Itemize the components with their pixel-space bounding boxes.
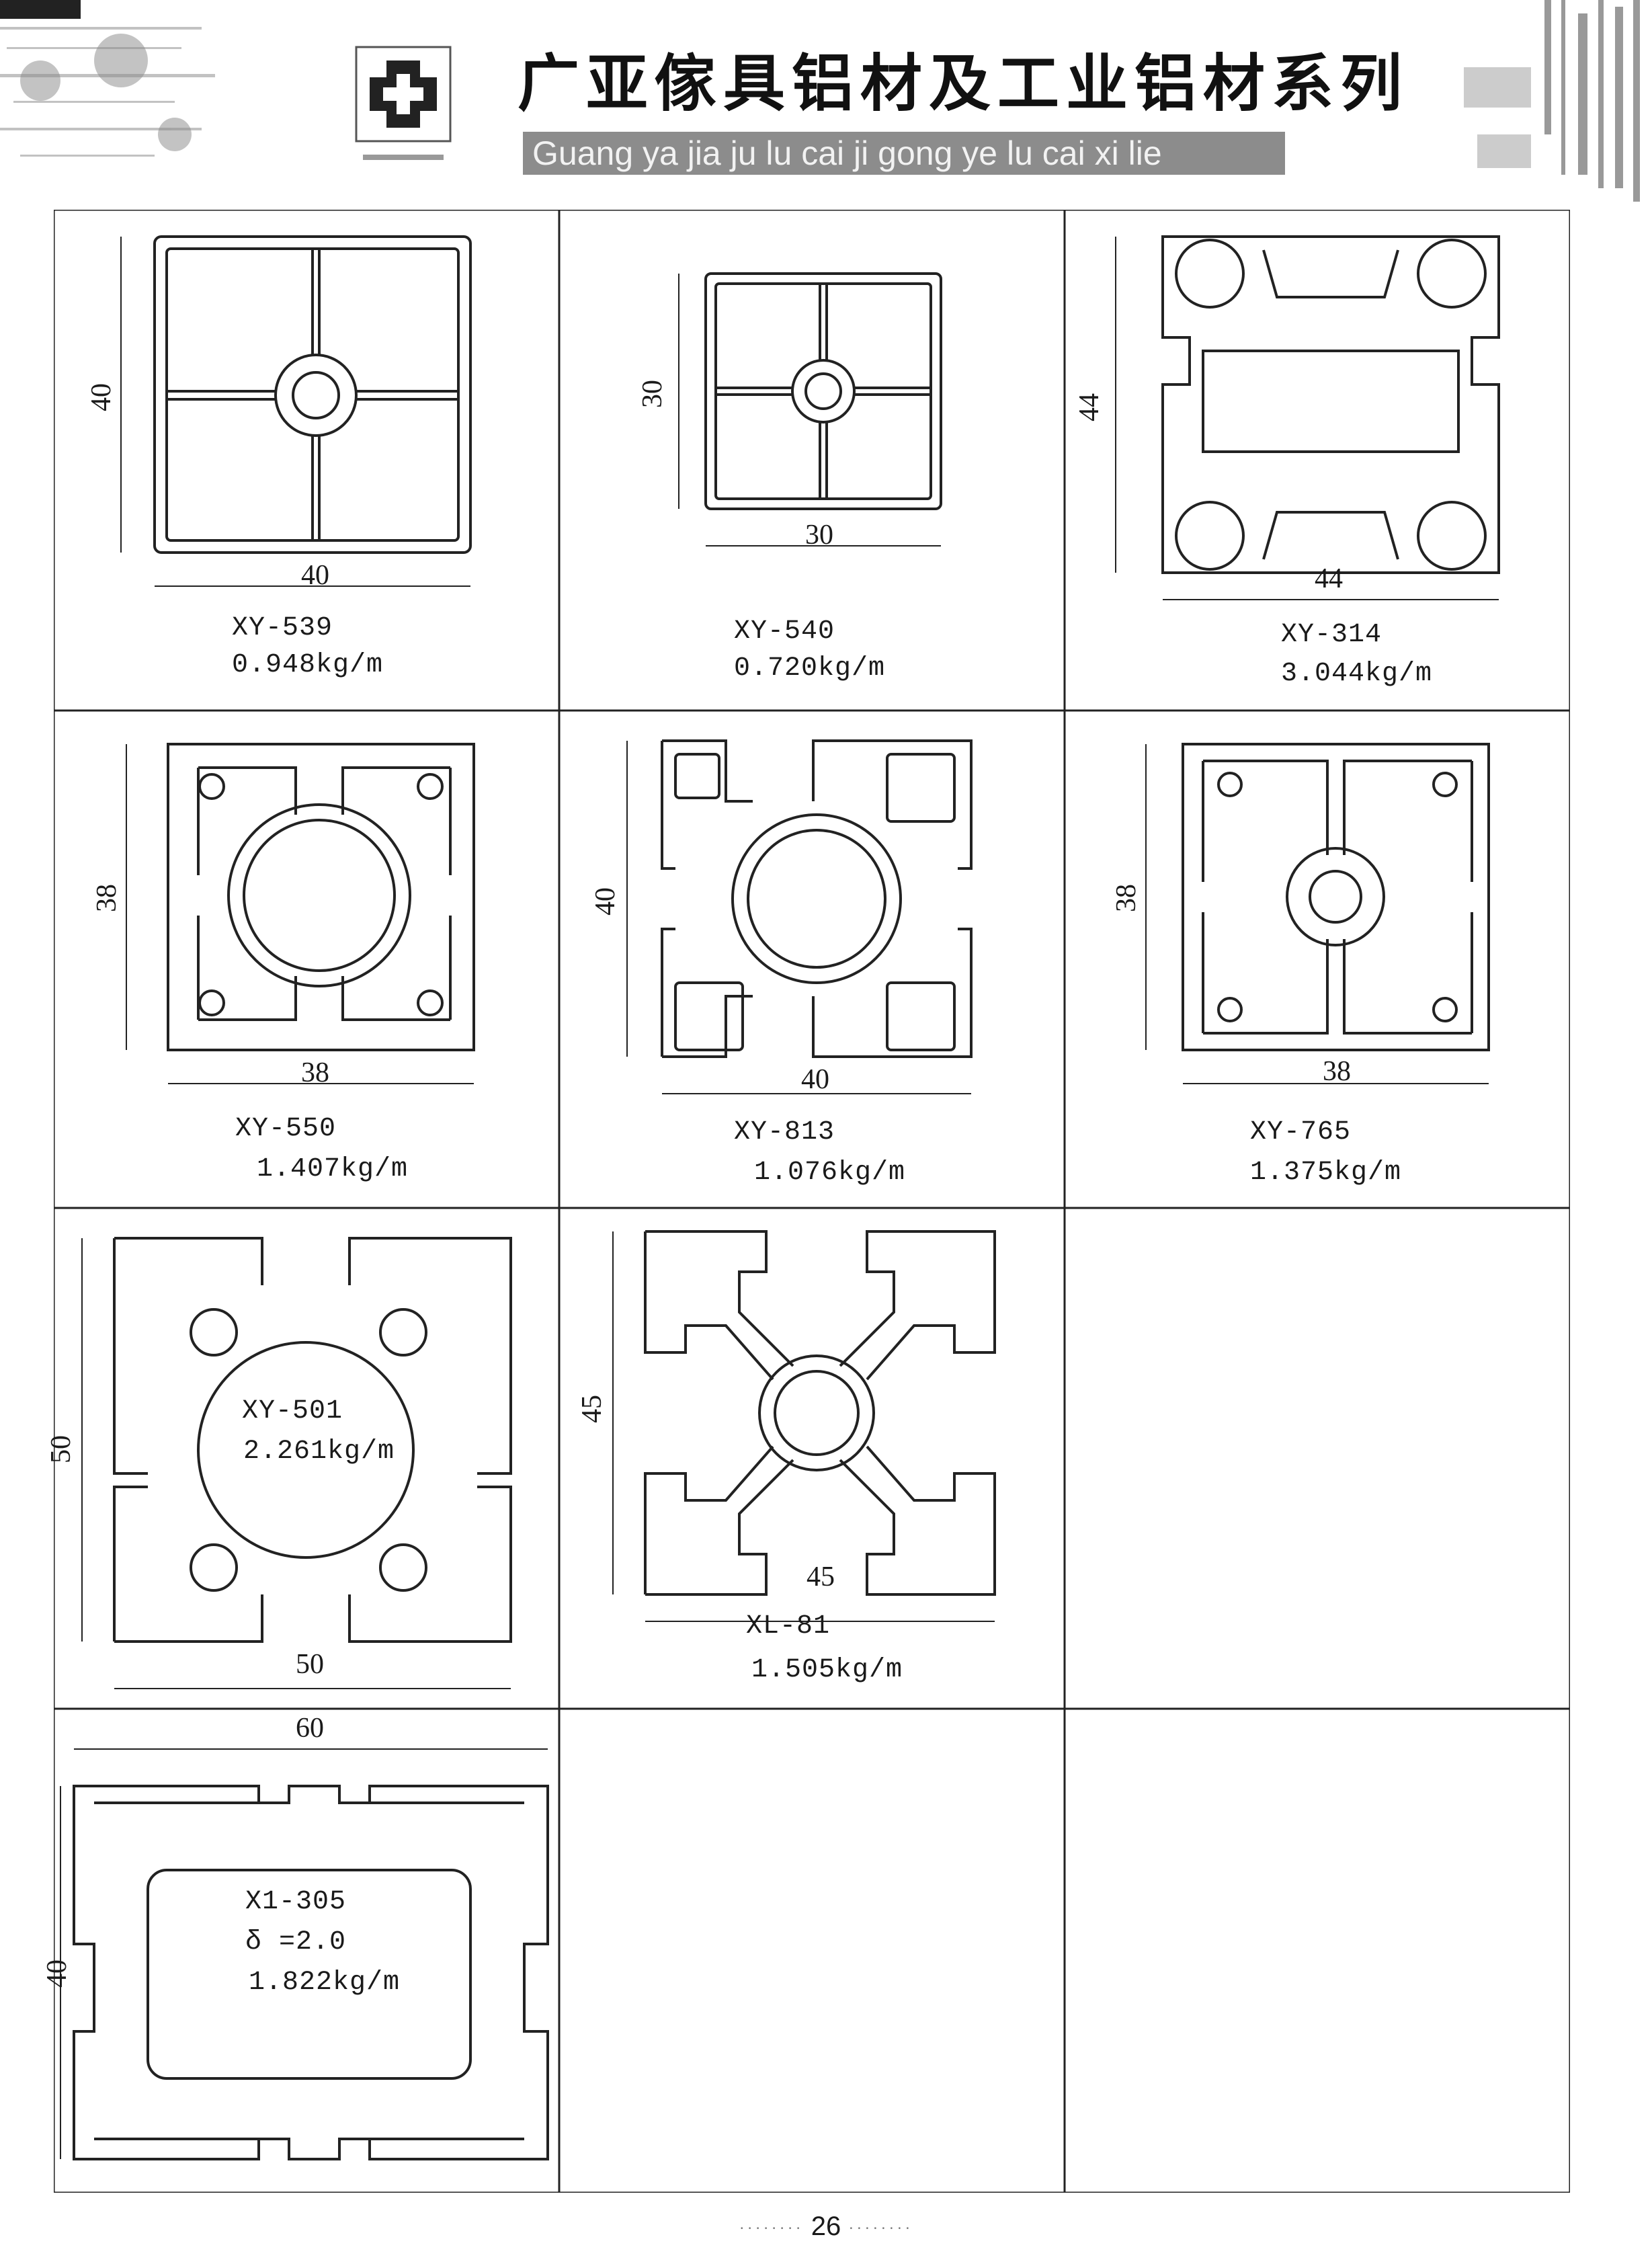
company-logo (355, 46, 452, 160)
dim-height-x1305: 40 (42, 1959, 73, 1988)
code-xy539: XY-539 (232, 613, 333, 643)
profile-drawing-x1305 (60, 1748, 549, 2160)
thickness-x1305: δ =2.0 (245, 1927, 347, 1957)
weight-xy813: 1.076kg/m (754, 1158, 906, 1188)
dim-width-xy550: 38 (301, 1057, 329, 1088)
profile-drawing-xy314 (1115, 235, 1500, 600)
dim-height-xy765: 38 (1111, 884, 1142, 912)
header-photo-left (0, 0, 229, 202)
page-number: 26 (811, 2212, 841, 2241)
profile-drawing-xy501 (81, 1237, 512, 1689)
profile-grid: 40 40 XY-539 0.948kg/m 30 30 XY-540 0.72… (42, 210, 1570, 2193)
code-xy765: XY-765 (1250, 1117, 1352, 1147)
dim-width-xy765: 38 (1323, 1056, 1351, 1087)
footer-dots-right: ········ (848, 2218, 913, 2237)
weight-xy765: 1.375kg/m (1250, 1158, 1402, 1188)
header-photo-right (1437, 0, 1652, 202)
page-title: 广亚傢具铝材及工业铝材系列 (518, 47, 1409, 120)
profile-drawing-xl81 (612, 1230, 996, 1622)
weight-xy539: 0.948kg/m (232, 650, 384, 680)
code-xy540: XY-540 (734, 616, 835, 647)
page-subtitle: Guang ya jia ju lu cai ji gong ye lu cai… (523, 132, 1285, 175)
weight-xy501: 2.261kg/m (243, 1436, 395, 1467)
page-footer: ········ 26 ········ (0, 2212, 1652, 2242)
dim-height-xy314: 44 (1074, 393, 1105, 421)
weight-xy540: 0.720kg/m (734, 653, 886, 684)
dim-height-xy539: 40 (86, 383, 117, 411)
profile-drawing-xy813 (626, 739, 973, 1094)
dim-width-xy314: 44 (1315, 563, 1343, 594)
dim-width-x1305: 60 (296, 1713, 324, 1744)
profile-drawing-xy539 (120, 235, 472, 587)
dim-width-xy540: 30 (805, 520, 833, 551)
profile-drawing-xy550 (126, 743, 475, 1084)
dim-height-xy540: 30 (637, 380, 668, 408)
dim-width-xl81: 45 (807, 1562, 835, 1592)
weight-xy314: 3.044kg/m (1281, 659, 1433, 689)
profile-drawing-xy765 (1145, 743, 1490, 1084)
dim-width-xy813: 40 (801, 1064, 829, 1095)
code-xy501: XY-501 (242, 1396, 343, 1426)
code-x1305: X1-305 (245, 1887, 347, 1917)
dim-height-xy501: 50 (46, 1435, 77, 1463)
code-xy550: XY-550 (235, 1114, 337, 1144)
dim-height-xl81: 45 (577, 1395, 608, 1423)
code-xy314: XY-314 (1281, 620, 1382, 650)
code-xl81: XL-81 (746, 1611, 831, 1642)
dim-height-xy813: 40 (590, 887, 621, 916)
weight-x1305: 1.822kg/m (249, 1968, 401, 1998)
grid-lines (54, 210, 1570, 2193)
footer-dots-left: ········ (739, 2218, 804, 2237)
profile-drawing-xy540 (678, 272, 942, 546)
weight-xl81: 1.505kg/m (751, 1655, 903, 1685)
code-xy813: XY-813 (734, 1117, 835, 1147)
weight-xy550: 1.407kg/m (257, 1154, 409, 1184)
dim-height-xy550: 38 (91, 884, 122, 912)
dim-width-xy501: 50 (296, 1649, 324, 1680)
dim-width-xy539: 40 (301, 560, 329, 591)
